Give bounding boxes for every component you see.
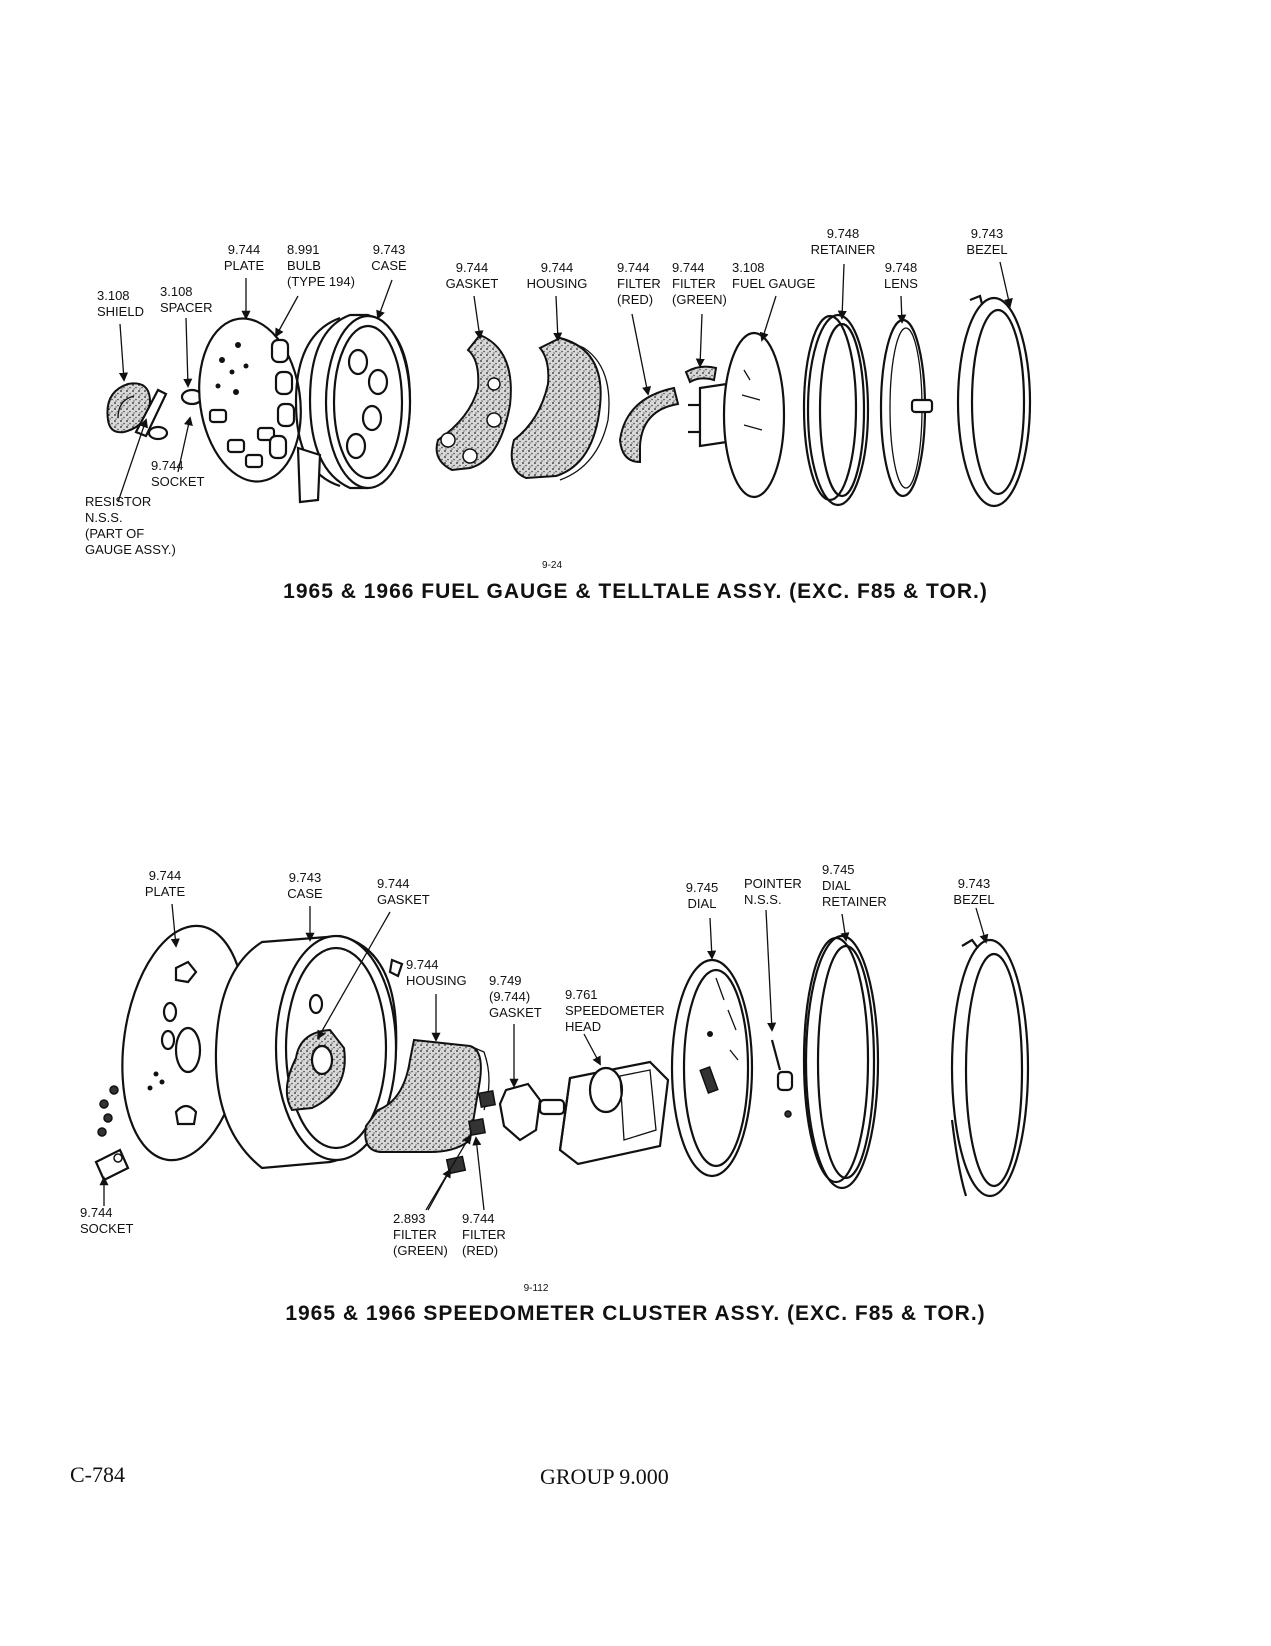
top-leader-lines (117, 261, 1013, 503)
pointer-part (770, 1039, 794, 1118)
label-gasket2: 9.749 (9.744)GASKET (489, 973, 542, 1020)
filter-green-part (684, 365, 718, 384)
bulb-part (268, 338, 296, 460)
lens-part (879, 318, 934, 498)
plate-part (198, 317, 302, 483)
housing-part-bottom (364, 1038, 490, 1153)
bottom-leader-lines (99, 903, 989, 1211)
retainer-part (802, 313, 870, 507)
gasket2-part (498, 1082, 542, 1142)
diagram-title-bottom: 1965 & 1966 SPEEDOMETER CLUSTER ASSY. (E… (285, 1302, 986, 1325)
label-resistor: RESISTOR N.S.S. (PART OF GAUGE ASSY.) (85, 494, 176, 557)
case-part (294, 313, 412, 504)
case-part-bottom (214, 934, 404, 1170)
gasket-part (435, 333, 512, 472)
bezel-part-bottom (950, 938, 1030, 1198)
dial-part (670, 958, 754, 1178)
label-pointer: POINTER N.S.S. (744, 876, 802, 907)
housing-part (510, 336, 610, 481)
plate-part-bottom (121, 924, 247, 1162)
dial-retainer-part (802, 934, 880, 1190)
group-number: GROUP 9.000 (540, 1464, 669, 1489)
figure-number-top: 9-24 (541, 560, 563, 571)
fuel-gauge-part (688, 331, 786, 499)
top-diagram-parts (106, 294, 1032, 508)
page-number: C-784 (70, 1462, 125, 1487)
filter-red-part (618, 386, 680, 464)
filter-parts-bottom (445, 1090, 496, 1175)
bottom-diagram-parts (94, 924, 1030, 1198)
diagram-title-top: 1965 & 1966 FUEL GAUGE & TELLTALE ASSY. … (283, 580, 988, 603)
bezel-part (956, 294, 1032, 508)
speedo-head-part (538, 1060, 670, 1166)
socket-part (94, 1085, 130, 1182)
figure-number-bottom: 9-112 (523, 1283, 549, 1294)
